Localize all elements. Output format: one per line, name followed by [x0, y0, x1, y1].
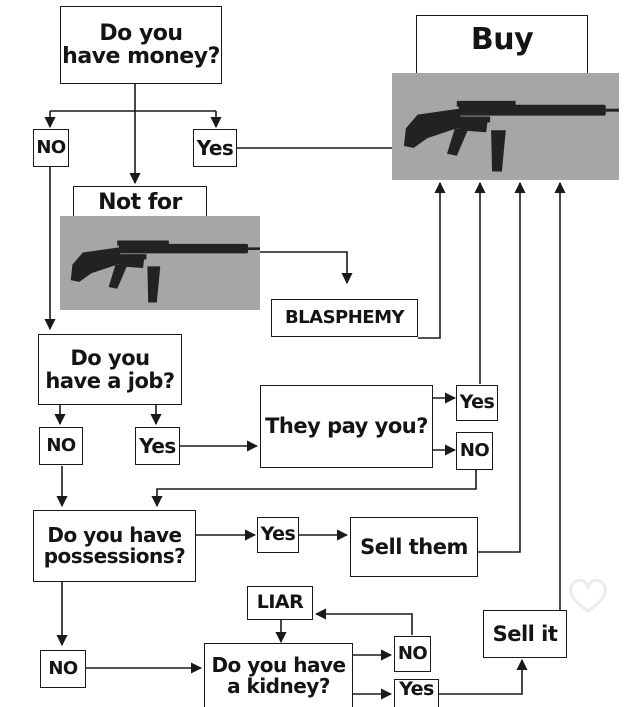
edge-blasphemy-to-buy	[418, 181, 446, 339]
node-yes-kidney: Yes	[394, 679, 439, 707]
edge-nokidney-to-liar	[314, 608, 413, 635]
node-liar: LIAR	[247, 586, 313, 620]
node-no-kidney: NO	[394, 636, 431, 672]
node-yes-money: Yes	[193, 129, 237, 167]
node-no-pay: NO	[456, 432, 493, 470]
node-buy: Buy	[416, 15, 588, 77]
rifle-icon	[403, 100, 619, 172]
node-yes-pay: Yes	[456, 385, 498, 421]
edge-yeskidney-to-sellit	[439, 658, 528, 695]
edge-sellthem-to-buy	[478, 181, 526, 553]
node-blasphemy: BLASPHEMY	[271, 299, 418, 337]
buy-rifle-photo	[392, 73, 619, 180]
edge-nopay-to-possessions	[151, 470, 477, 508]
node-sell-it: Sell it	[483, 610, 567, 658]
node-yes-possessions: Yes	[257, 517, 299, 553]
node-have-money: Do you have money?	[60, 6, 222, 84]
not-for-rifle-photo	[60, 216, 260, 310]
node-have-kidney: Do you have a kidney?	[204, 643, 353, 707]
edge-notfor-to-blasphemy	[260, 251, 353, 285]
node-have-possessions: Do you have possessions?	[33, 510, 196, 582]
node-no-possessions: NO	[40, 650, 86, 688]
node-no-job: NO	[39, 427, 83, 465]
rifle-icon	[70, 240, 260, 303]
node-yes-job: Yes	[135, 427, 180, 465]
node-no-money: NO	[33, 129, 69, 167]
node-have-job: Do you have a job?	[38, 334, 182, 405]
node-sell-them: Sell them	[350, 517, 478, 577]
node-they-pay: They pay you?	[260, 385, 433, 468]
heart-icon[interactable]	[566, 575, 610, 615]
